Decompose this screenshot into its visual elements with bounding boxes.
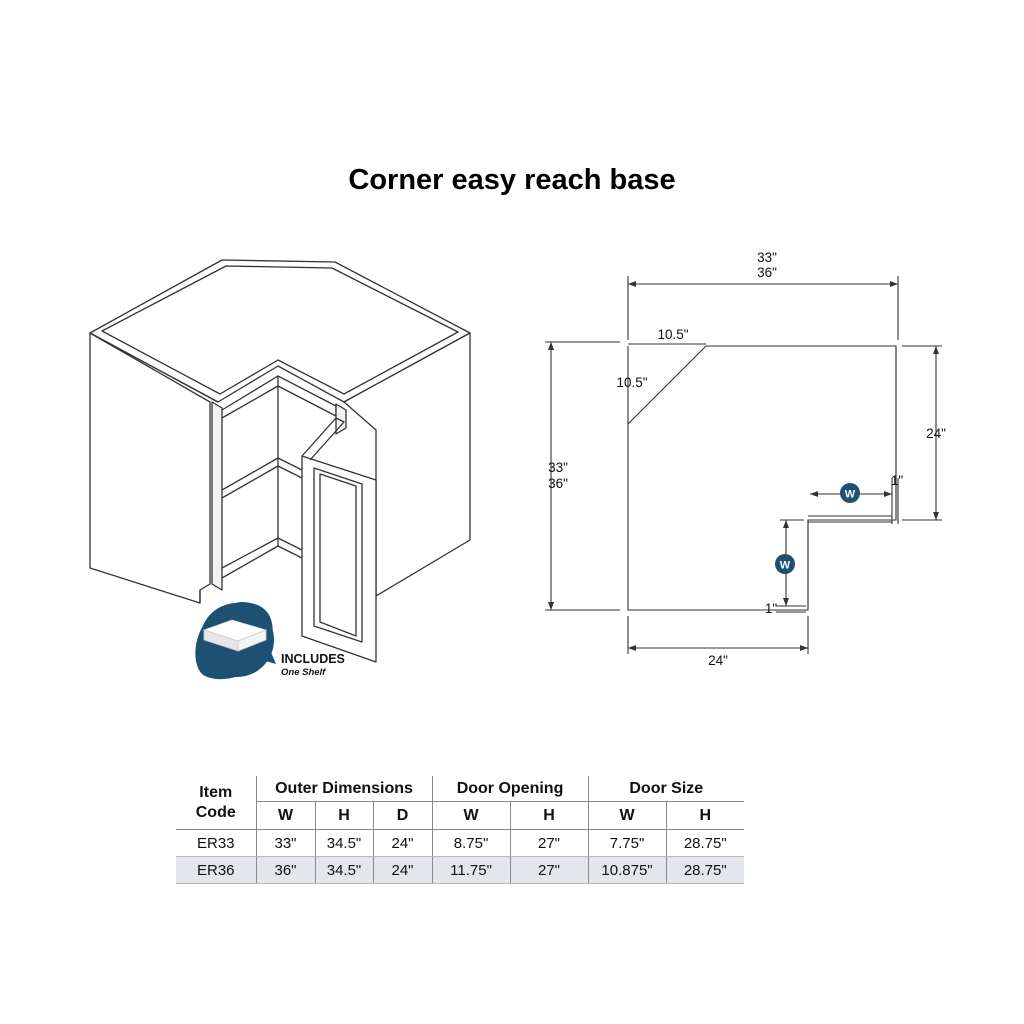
width-marker-top: W bbox=[840, 483, 860, 503]
page-title: Corner easy reach base bbox=[348, 164, 676, 196]
sub-header: H bbox=[314, 801, 373, 830]
item-code-header: Item Code bbox=[176, 776, 256, 830]
spec-table: Item Code Outer Dimensions Door Opening … bbox=[176, 776, 745, 884]
chamfer-top-label: 10.5" bbox=[657, 327, 688, 342]
table-cell: 24" bbox=[372, 829, 433, 857]
width-marker-side: W bbox=[775, 554, 795, 574]
sub-header: W bbox=[431, 801, 511, 830]
top-width-alt-label: 36" bbox=[757, 265, 777, 280]
sub-header: W bbox=[587, 801, 667, 830]
outer-dimensions-header: Outer Dimensions bbox=[255, 776, 433, 802]
table-cell: 27" bbox=[509, 829, 589, 857]
table-cell: 34.5" bbox=[314, 829, 373, 857]
width-marker-top-label: W bbox=[845, 489, 856, 501]
item-code-cell: ER33 bbox=[176, 829, 256, 857]
table-cell: 7.75" bbox=[587, 829, 667, 857]
item-header-line2: Code bbox=[195, 803, 236, 821]
includes-label: INCLUDES bbox=[281, 652, 345, 666]
table-cell: 24" bbox=[372, 856, 433, 884]
table-cell: 36" bbox=[255, 856, 315, 884]
width-marker-side-label: W bbox=[780, 560, 791, 572]
table-cell: 28.75" bbox=[665, 856, 745, 884]
includes-shelf-badge: INCLUDES One Shelf bbox=[195, 602, 345, 680]
sub-header: D bbox=[372, 801, 433, 830]
left-height-alt-label: 36" bbox=[548, 476, 568, 491]
item-header-line1: Item bbox=[199, 783, 233, 801]
chamfer-side-label: 10.5" bbox=[616, 375, 647, 390]
table-cell: 27" bbox=[509, 856, 589, 884]
door-opening-header: Door Opening bbox=[431, 776, 589, 802]
table-cell: 10.875" bbox=[587, 856, 667, 884]
bottom-depth-label: 24" bbox=[708, 653, 728, 668]
table-row: ER33 33" 34.5" 24" 8.75" 27" 7.75" 28.75… bbox=[176, 829, 745, 857]
shelf-icon bbox=[202, 619, 268, 652]
sub-header: H bbox=[665, 801, 745, 830]
one-shelf-label: One Shelf bbox=[281, 667, 326, 678]
table-cell: 8.75" bbox=[431, 829, 511, 857]
left-height-label: 33" bbox=[548, 460, 568, 475]
table-row: ER36 36" 34.5" 24" 11.75" 27" 10.875" 28… bbox=[176, 856, 745, 884]
right-depth-label: 24" bbox=[926, 426, 946, 441]
table-cell: 11.75" bbox=[431, 856, 511, 884]
sub-header: W bbox=[255, 801, 315, 830]
sub-header: H bbox=[509, 801, 589, 830]
door-size-header: Door Size bbox=[587, 776, 745, 802]
table-cell: 28.75" bbox=[665, 829, 745, 857]
top-width-label: 33" bbox=[757, 250, 777, 265]
table-cell: 34.5" bbox=[314, 856, 373, 884]
right-gap-label: 1" bbox=[891, 473, 904, 488]
item-code-cell: ER36 bbox=[176, 856, 256, 884]
table-cell: 33" bbox=[255, 829, 315, 857]
bottom-gap-label: 1" bbox=[765, 601, 778, 616]
